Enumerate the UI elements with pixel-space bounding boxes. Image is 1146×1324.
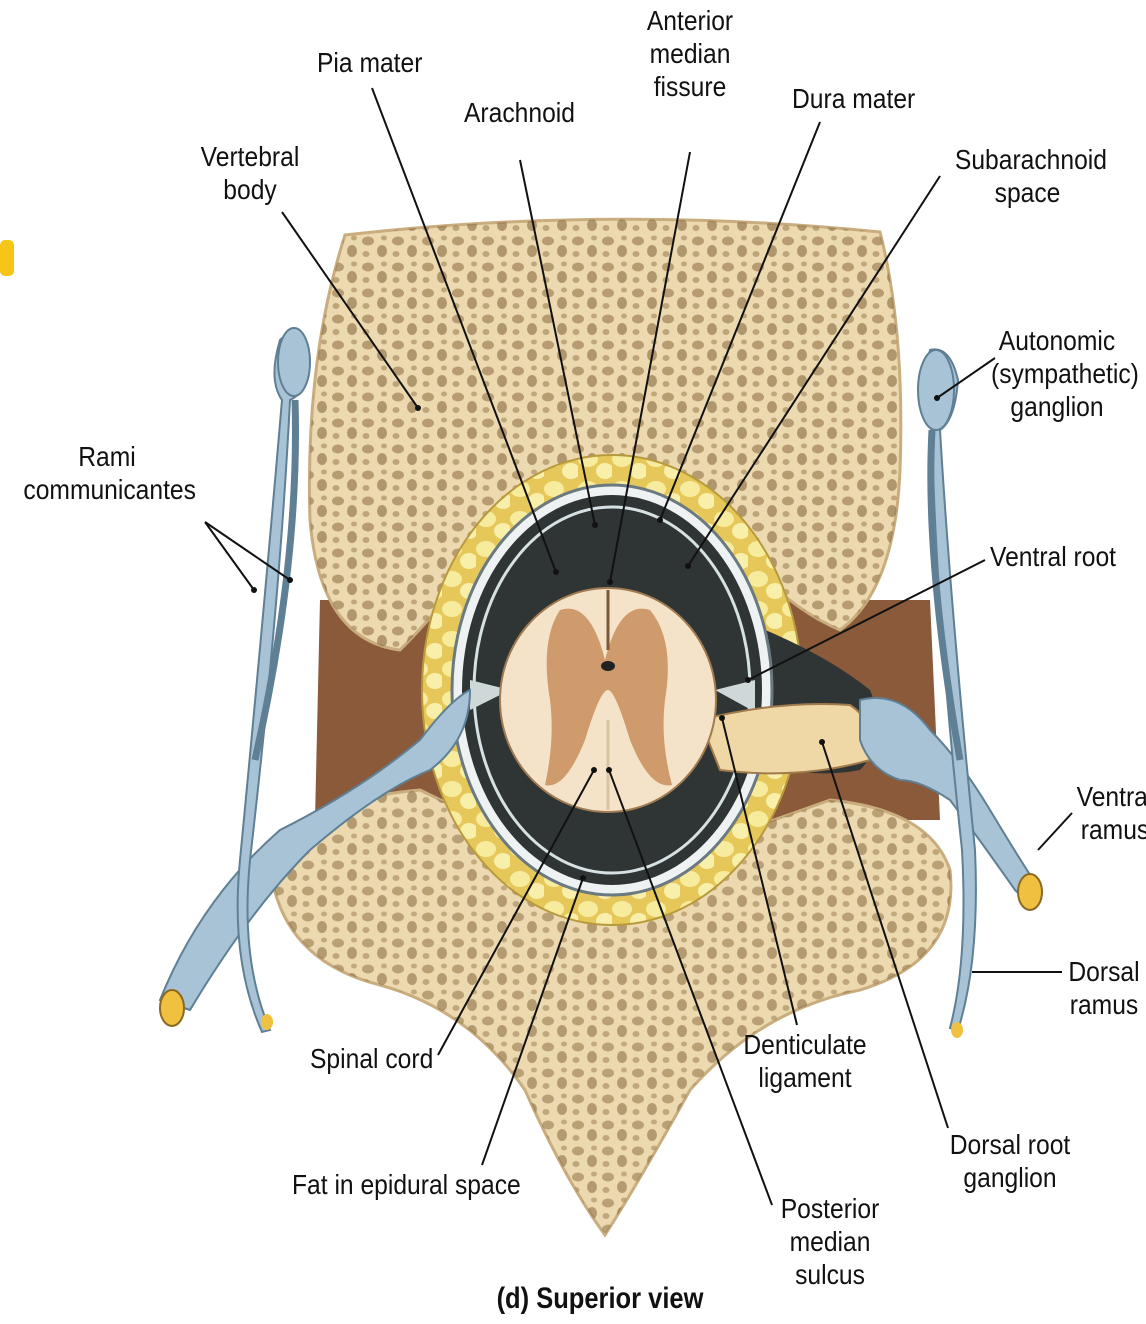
label-line: ligament [739, 1061, 871, 1094]
spinal-cord-shape [500, 588, 716, 812]
dorsal-root-ganglion-shape [700, 704, 873, 773]
label-line: Vertebral [197, 140, 303, 173]
left-trunk-cut-end [261, 1014, 273, 1030]
label-autonomic-ganglion: Autonomic (sympathetic) ganglion [991, 324, 1123, 423]
label-line: Dorsal [1067, 955, 1141, 988]
label-dorsal-ramus: Dorsal ramus [1067, 955, 1141, 1021]
label-spinal-cord: Spinal cord [310, 1042, 433, 1075]
label-ventral-root: Ventral root [990, 540, 1116, 573]
label-line: sulcus [777, 1258, 883, 1291]
label-line: median [646, 37, 734, 70]
label-vertebral-body: Vertebral body [197, 140, 303, 206]
label-line: (sympathetic) [991, 357, 1123, 390]
figure-caption: (d) Superior view [490, 1282, 711, 1316]
label-anterior-median-fissure: Anterior median fissure [646, 4, 734, 103]
label-fat-in-epidural-space: Fat in epidural space [292, 1168, 521, 1201]
label-line: Subarachnoid [955, 143, 1100, 176]
label-line: ganglion [944, 1161, 1076, 1194]
label-line: Denticulate [739, 1028, 871, 1061]
left-nerve-cut-end [160, 990, 184, 1026]
label-line: Posterior [777, 1192, 883, 1225]
label-line: ramus [1075, 813, 1146, 846]
label-line: communicantes [23, 473, 190, 506]
leader-ventral-ramus [1038, 813, 1072, 850]
label-line: Dorsal root [944, 1128, 1076, 1161]
label-denticulate-ligament: Denticulate ligament [739, 1028, 871, 1094]
label-posterior-median-sulcus: Posterior median sulcus [777, 1192, 883, 1291]
label-line: Anterior [646, 4, 734, 37]
label-dura-mater: Dura mater [792, 82, 915, 115]
label-arachnoid: Arachnoid [464, 96, 575, 129]
label-line: Autonomic [991, 324, 1123, 357]
label-line: ganglion [991, 390, 1123, 423]
right-nerve-cut-end [1018, 874, 1042, 910]
label-line: Rami [23, 440, 190, 473]
label-line: body [197, 173, 303, 206]
leader-rami-1 [205, 522, 254, 590]
right-trunk-cut-end [951, 1022, 963, 1038]
left-ganglion-shape [278, 328, 310, 396]
label-line: ramus [1067, 988, 1141, 1021]
label-rami-communicantes: Rami communicantes [23, 440, 190, 506]
label-ventral-ramus: Ventral ramus [1075, 780, 1146, 846]
label-subarachnoid-space: Subarachnoid space [955, 143, 1100, 209]
label-line: fissure [646, 70, 734, 103]
label-pia-mater: Pia mater [317, 46, 422, 79]
label-line: Ventral [1075, 780, 1146, 813]
label-dorsal-root-ganglion: Dorsal root ganglion [944, 1128, 1076, 1194]
accent-mark [0, 240, 14, 276]
label-line: space [955, 176, 1100, 209]
label-line: median [777, 1225, 883, 1258]
